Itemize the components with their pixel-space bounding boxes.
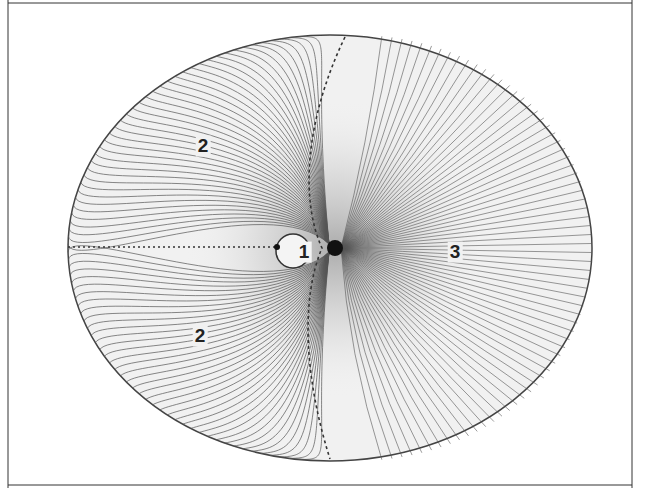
field-line — [341, 248, 392, 459]
callout-number: 2 — [193, 326, 208, 347]
field-line — [341, 39, 402, 248]
dashed-separatrix — [308, 37, 345, 459]
field-line — [341, 248, 486, 427]
field-line — [341, 248, 560, 356]
field-line — [126, 114, 329, 244]
field-line — [341, 248, 538, 385]
field-line — [341, 69, 486, 248]
field-line — [341, 248, 586, 297]
field-line — [341, 165, 574, 248]
frame-bottom — [8, 485, 632, 486]
field-line — [341, 248, 460, 440]
field-line — [341, 85, 510, 248]
axis-dot — [274, 244, 280, 250]
field-line — [341, 49, 441, 248]
shading — [165, 48, 505, 448]
field-line — [341, 248, 588, 288]
callout-number: 1 — [297, 242, 312, 263]
field-line — [341, 41, 412, 248]
field-line — [341, 104, 531, 248]
field-line — [120, 252, 329, 376]
field-line — [341, 248, 450, 444]
field-line — [341, 248, 441, 447]
field-line — [341, 140, 560, 248]
field-line — [341, 248, 469, 436]
field-line — [341, 43, 422, 248]
field-line — [87, 168, 329, 244]
field-line — [341, 225, 591, 248]
field-line — [341, 248, 544, 378]
central-dot — [327, 240, 343, 256]
field-line — [341, 248, 502, 416]
frame-top — [8, 3, 632, 4]
callout-number: 3 — [448, 242, 463, 263]
field-line — [341, 248, 432, 450]
field-line — [341, 208, 588, 248]
field-line — [120, 120, 329, 244]
boundary-ellipse — [68, 35, 592, 461]
field-line — [341, 199, 586, 248]
field-line — [341, 248, 591, 271]
field-line — [341, 248, 422, 453]
field-line — [341, 148, 565, 248]
callout-number: 2 — [196, 136, 211, 157]
field-lines — [68, 36, 592, 459]
field-line — [341, 80, 502, 248]
field-line — [341, 190, 583, 248]
dotted-axis — [68, 246, 276, 248]
field-line — [126, 252, 329, 382]
field-line — [341, 248, 510, 411]
field-line — [341, 98, 524, 248]
field-line — [341, 91, 517, 248]
field-line — [341, 125, 550, 248]
field-line — [341, 248, 550, 371]
field-line — [341, 234, 592, 248]
field-line — [341, 156, 570, 248]
frame-right — [632, 0, 633, 488]
field-line — [341, 217, 589, 248]
field-line — [341, 248, 412, 455]
frame-left — [8, 0, 9, 488]
field-line — [341, 111, 538, 248]
field-line — [91, 160, 329, 244]
field-line — [341, 173, 577, 248]
field-line — [341, 118, 544, 248]
field-line — [341, 248, 565, 348]
field-line — [341, 248, 531, 392]
field-line — [95, 153, 329, 244]
field-line — [341, 248, 382, 460]
field-line — [341, 243, 592, 248]
